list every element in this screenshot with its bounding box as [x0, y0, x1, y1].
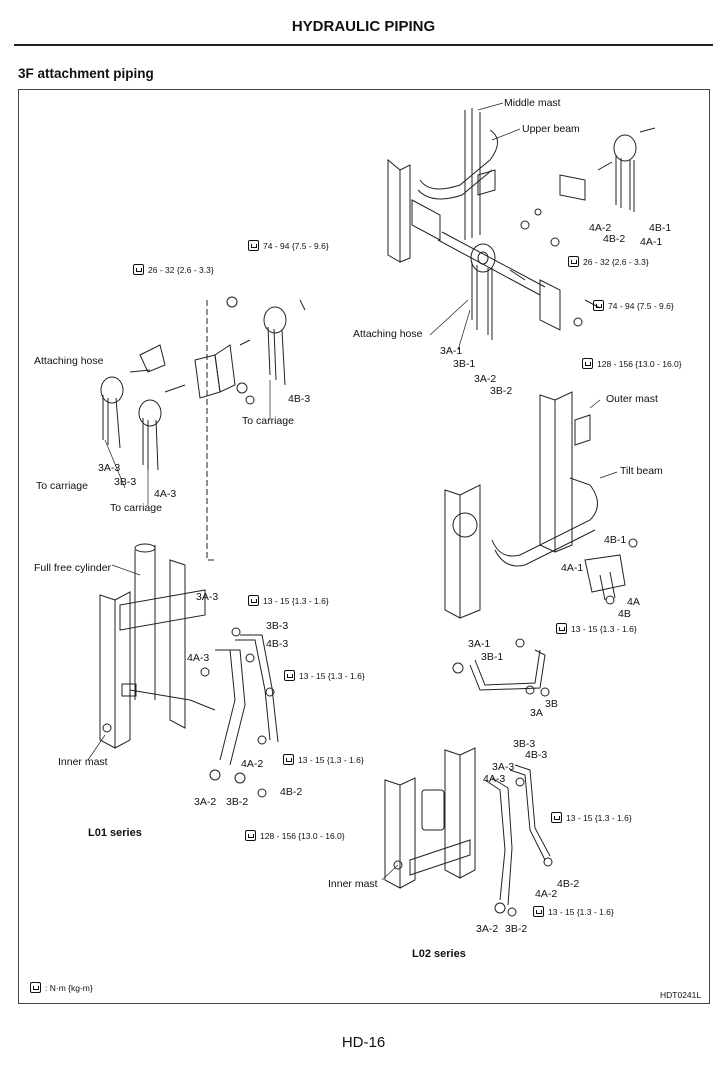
part-label: 4A-3	[483, 773, 506, 785]
figure-frame	[18, 89, 710, 1004]
label-attaching-hose-left: Attaching hose	[34, 355, 104, 367]
torque-wrench-icon	[248, 240, 259, 251]
part-label: 4B-1	[649, 222, 672, 234]
part-label: 3A-3	[492, 761, 515, 773]
part-label: 4A-1	[561, 562, 584, 574]
part-label: 4B-3	[525, 749, 548, 761]
series-title: L01 series	[88, 827, 142, 839]
part-label: 3B-1	[453, 358, 476, 370]
section-title: 3F attachment piping	[18, 66, 154, 81]
torque-wrench-icon	[568, 256, 579, 267]
part-label: 4A-3	[154, 488, 177, 500]
torque-callout: 13 - 15 {1.3 - 1.6}	[533, 906, 614, 917]
part-label: 3B	[545, 698, 558, 710]
part-label: 3A-2	[194, 796, 217, 808]
label-full-free-cylinder: Full free cylinder	[34, 562, 112, 574]
upper-beam-assembly	[387, 108, 656, 340]
torque-wrench-icon	[283, 754, 294, 765]
torque-callout: 13 - 15 {1.3 - 1.6}	[248, 595, 329, 606]
label-tilt-beam: Tilt beam	[620, 465, 663, 477]
torque-callout: 128 - 156 {13.0 - 16.0}	[245, 830, 345, 841]
part-label: 3B-2	[490, 385, 513, 397]
part-label: 3A-2	[476, 923, 499, 935]
part-label: 4B	[618, 608, 631, 620]
torque-wrench-icon	[556, 623, 567, 634]
attaching-hose-assembly	[100, 296, 306, 561]
label-outer-mast: Outer mast	[606, 393, 658, 405]
label-to-carriage: To carriage	[36, 480, 88, 492]
torque-callout: 13 - 15 {1.3 - 1.6}	[556, 623, 637, 634]
part-label: 4B-3	[266, 638, 289, 650]
torque-callout: 13 - 15 {1.3 - 1.6}	[284, 670, 365, 681]
page-number: HD-16	[341, 1034, 386, 1051]
torque-callout: 13 - 15 {1.3 - 1.6}	[551, 812, 632, 823]
torque-wrench-icon	[582, 358, 593, 369]
part-label: 4B-2	[603, 233, 626, 245]
torque-wrench-icon	[551, 812, 562, 823]
torque-wrench-icon	[245, 830, 256, 841]
part-label: 3A-3	[196, 591, 219, 603]
header-rule	[14, 44, 713, 46]
label-inner-mast: Inner mast	[58, 756, 108, 768]
label-inner-mast: Inner mast	[328, 878, 378, 890]
torque-callout: 74 - 94 {7.5 - 9.6}	[248, 240, 329, 251]
outer-mast-tilt-beam	[444, 391, 638, 697]
torque-callout: 26 - 32 {2.6 - 3.3}	[133, 264, 214, 275]
l02-inner-mast	[384, 747, 553, 917]
part-label: 4A-2	[241, 758, 264, 770]
torque-callout: 13 - 15 {1.3 - 1.6}	[283, 754, 364, 765]
torque-wrench-icon	[133, 264, 144, 275]
part-label: 3B-3	[513, 738, 536, 750]
part-label: 3B-1	[481, 651, 504, 663]
part-label: 3A-2	[474, 373, 497, 385]
label-upper-beam: Upper beam	[522, 123, 580, 135]
part-label: 3A-3	[98, 462, 121, 474]
part-label: 4B-2	[557, 878, 580, 890]
page-title: HYDRAULIC PIPING	[291, 18, 436, 35]
l01-inner-mast	[99, 543, 279, 798]
series-title: L02 series	[412, 948, 466, 960]
label-to-carriage: To carriage	[110, 502, 162, 514]
part-label: 4A-2	[535, 888, 558, 900]
part-label: 4B-1	[604, 534, 627, 546]
label-to-carriage: To carriage	[242, 415, 294, 427]
torque-wrench-icon	[284, 670, 295, 681]
part-label: 4A-2	[589, 222, 612, 234]
part-label: 4A-1	[640, 236, 663, 248]
part-label: 4A	[627, 596, 640, 608]
part-label: 3A-1	[468, 638, 491, 650]
part-label: 3B-3	[266, 620, 289, 632]
part-label: 4B-2	[280, 786, 303, 798]
torque-callout: 26 - 32 {2.6 - 3.3}	[568, 256, 649, 267]
torque-callout: 74 - 94 {7.5 - 9.6}	[593, 300, 674, 311]
part-label: 3A	[530, 707, 543, 719]
torque-wrench-icon	[30, 982, 41, 993]
part-label: 3B-3	[114, 476, 137, 488]
part-label: 4B-3	[288, 393, 311, 405]
unit-legend: : N·m {kg-m}	[30, 982, 93, 993]
torque-wrench-icon	[248, 595, 259, 606]
torque-wrench-icon	[593, 300, 604, 311]
part-label: 4A-3	[187, 652, 210, 664]
figure-code: HDT0241L	[660, 990, 702, 1000]
leader-lines	[87, 102, 618, 881]
label-attaching-hose-top: Attaching hose	[353, 328, 423, 340]
part-label: 3B-2	[226, 796, 249, 808]
torque-callout: 128 - 156 {13.0 - 16.0}	[582, 358, 682, 369]
part-label: 3B-2	[505, 923, 528, 935]
label-middle-mast: Middle mast	[504, 97, 561, 109]
part-label: 3A-1	[440, 345, 463, 357]
torque-wrench-icon	[533, 906, 544, 917]
